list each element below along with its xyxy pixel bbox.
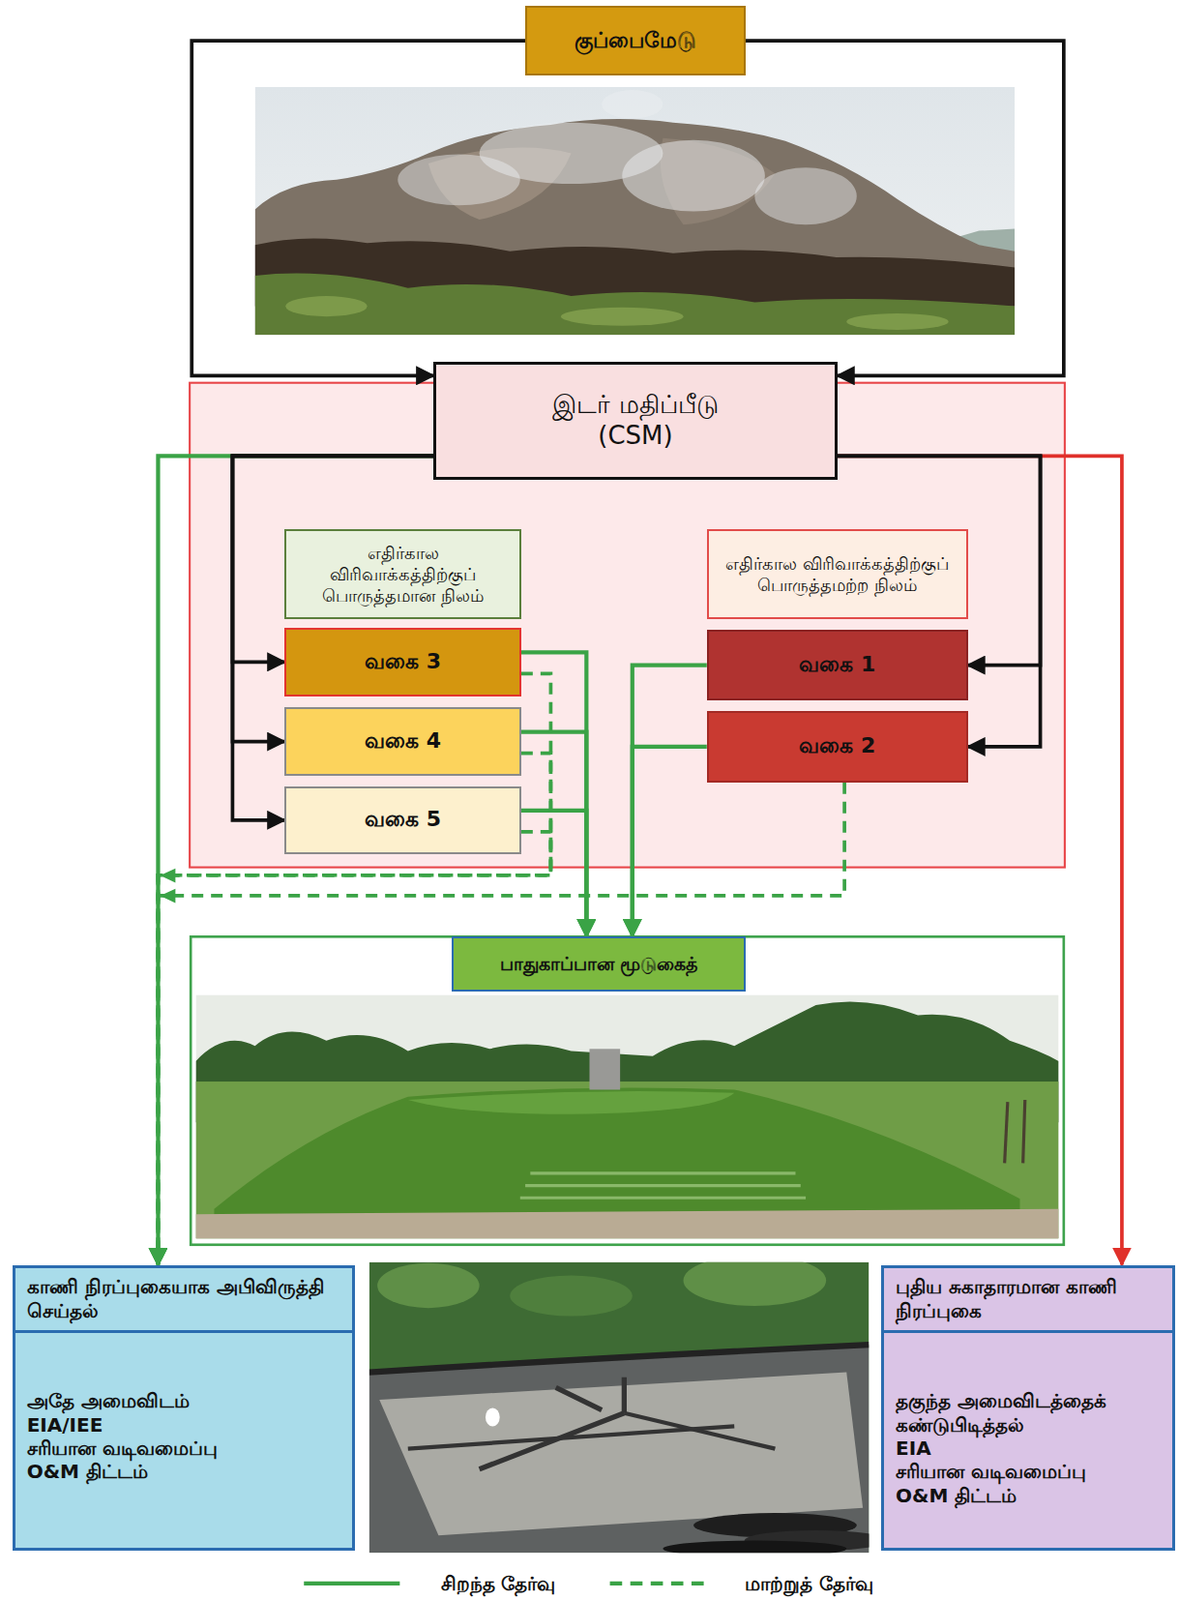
photo-sky bbox=[195, 994, 1059, 1238]
box-label: வகை 5 bbox=[364, 806, 442, 833]
photo-mound bbox=[213, 1087, 1020, 1214]
category-box: வகை 2 bbox=[707, 710, 969, 783]
photo-drain bbox=[556, 1386, 602, 1410]
alternative-arrow bbox=[157, 753, 551, 1266]
box-label: வகை 3 bbox=[364, 648, 442, 676]
photo-drain bbox=[408, 1425, 735, 1448]
box-heading: புதிய சுகாதாரமான காணி நிரப்புகை bbox=[884, 1267, 1173, 1334]
box-label: வகை 2 bbox=[798, 733, 876, 760]
legend-dashed-sample bbox=[610, 1581, 707, 1586]
connector-arrow bbox=[632, 746, 708, 937]
box-body: தகுந்த அமைவிடத்தைக் கண்டுபிடித்தல்EIAசரி… bbox=[884, 1332, 1173, 1517]
photo-smoke bbox=[601, 89, 663, 119]
photo-cell-wall bbox=[369, 1344, 870, 1553]
box-label: வகை 4 bbox=[364, 728, 442, 755]
photo-terrace bbox=[530, 1171, 796, 1175]
group-header: எதிர்கால விரிவாக்கத்திற்குப் பொருத்தமான … bbox=[284, 529, 522, 619]
category-box: வகை 3 bbox=[284, 627, 522, 698]
legend-solid-sample bbox=[303, 1581, 400, 1586]
label-box: பாதுகாப்பான மூடுகைத் bbox=[451, 936, 746, 992]
process-box: இடர் மதிப்பீடு (CSM) bbox=[433, 361, 838, 479]
dump-photo bbox=[255, 87, 1016, 335]
photo-drain bbox=[621, 1377, 627, 1414]
photo-trees bbox=[377, 1263, 479, 1308]
option-box: காணி நிரப்புகையாக அபிவிருத்தி செய்தல் அதே… bbox=[12, 1265, 355, 1551]
photo-trees bbox=[509, 1274, 633, 1316]
box-label: வகை 1 bbox=[798, 651, 876, 678]
box-label: இடர் மதிப்பீடு (CSM) bbox=[524, 389, 747, 451]
box-item: அதே அமைவிடம் bbox=[27, 1388, 341, 1413]
legend-label: மாற்றுத் தேர்வு bbox=[744, 1570, 874, 1594]
box-label: எதிர்கால விரிவாக்கத்திற்குப் பொருத்தமான … bbox=[295, 542, 510, 607]
photo-ground bbox=[195, 1208, 1059, 1239]
closure-photo bbox=[195, 994, 1059, 1238]
photo-smoke bbox=[754, 167, 856, 225]
box-label: குப்பைமேடு bbox=[574, 28, 697, 55]
photo-tower bbox=[589, 1048, 621, 1090]
closure-frame bbox=[190, 936, 1064, 1244]
box-item: O&M திட்டம் bbox=[27, 1459, 341, 1483]
group-header: எதிர்கால விரிவாக்கத்திற்குப் பொருத்தமற்ற… bbox=[707, 529, 969, 619]
box-body: அதே அமைவிடம்EIA/IEEசரியான வடிவமைப்புO&M … bbox=[15, 1332, 353, 1494]
photo-sky bbox=[255, 87, 1016, 335]
connector-arrow bbox=[521, 732, 587, 937]
box-item: சரியான வடிவமைப்பு bbox=[895, 1459, 1161, 1483]
title-box: குப்பைமேடு bbox=[525, 5, 746, 76]
box-label: பாதுகாப்பான மூடுகைத் bbox=[500, 952, 699, 975]
option-box: புதிய சுகாதாரமான காணி நிரப்புகை தகுந்த அம… bbox=[881, 1265, 1176, 1551]
photo-trees bbox=[369, 1262, 870, 1554]
photo-mound bbox=[255, 118, 1016, 335]
photo-liner-edge bbox=[369, 1344, 870, 1372]
photo-mound-top bbox=[408, 1090, 735, 1115]
box-label: எதிர்கால விரிவாக்கத்திற்குப் பொருத்தமற்ற… bbox=[718, 553, 957, 596]
alternative-arrow bbox=[157, 782, 845, 1266]
box-label: காணி நிரப்புகையாக அபிவிருத்தி செய்தல் bbox=[27, 1274, 341, 1323]
landfill-photo bbox=[369, 1262, 870, 1554]
category-box: வகை 5 bbox=[284, 786, 522, 855]
photo-grass bbox=[285, 295, 367, 317]
photo-terrace bbox=[525, 1183, 801, 1187]
photo-smoke bbox=[397, 154, 521, 207]
photo-grass bbox=[560, 307, 684, 326]
photo-field bbox=[195, 1081, 1059, 1238]
photo-cell-floor bbox=[379, 1372, 863, 1536]
box-item: EIA bbox=[895, 1436, 1161, 1460]
box-label: புதிய சுகாதாரமான காணி நிரப்புகை bbox=[895, 1274, 1161, 1323]
photo-grass bbox=[255, 273, 1016, 336]
box-item: EIA/IEE bbox=[27, 1413, 341, 1437]
category-box: வகை 4 bbox=[284, 707, 522, 777]
photo-smoke bbox=[621, 140, 766, 212]
photo-spot bbox=[485, 1407, 501, 1426]
category-box: வகை 1 bbox=[707, 629, 969, 702]
legend-label: சிறந்த தேர்வு bbox=[441, 1570, 557, 1594]
connector-arrow bbox=[745, 40, 1064, 376]
connector-arrow bbox=[521, 810, 587, 937]
photo-pipes bbox=[662, 1540, 847, 1554]
box-item: O&M திட்டம் bbox=[895, 1483, 1161, 1507]
photo-fence bbox=[1004, 1101, 1008, 1163]
photo-trees bbox=[683, 1262, 827, 1306]
box-item: சரியான வடிவமைப்பு bbox=[27, 1436, 341, 1460]
connector-arrow bbox=[521, 651, 587, 937]
photo-drain bbox=[623, 1413, 775, 1449]
connectors bbox=[157, 40, 1122, 1265]
photo-grass bbox=[846, 313, 948, 330]
connector-arrow bbox=[191, 40, 526, 376]
photo-fence bbox=[1023, 1099, 1026, 1163]
box-item: தகுந்த அமைவிடத்தைக் கண்டுபிடித்தல் bbox=[895, 1388, 1161, 1437]
photo-terrace bbox=[520, 1196, 806, 1200]
box-heading: காணி நிரப்புகையாக அபிவிருத்தி செய்தல் bbox=[15, 1267, 353, 1334]
